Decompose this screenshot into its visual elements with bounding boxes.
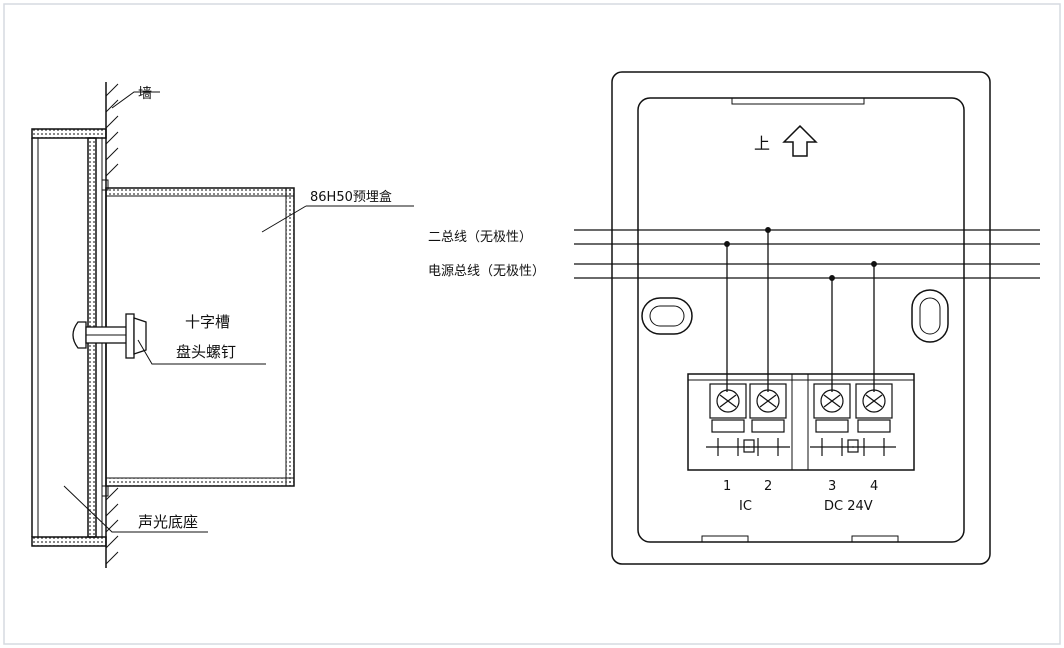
box-label: 86H50预埋盒 xyxy=(310,189,392,205)
base-leader xyxy=(63,485,208,533)
terminal-4-number: 4 xyxy=(870,479,878,494)
base-label: 声光底座 xyxy=(138,513,198,531)
terminal-1 xyxy=(706,383,750,456)
outer-plate xyxy=(611,71,991,565)
wall-label: 墙 xyxy=(138,86,152,102)
group-left-label: IC xyxy=(739,499,752,514)
screw-label-line1: 十字槽 xyxy=(185,313,230,331)
terminal-2 xyxy=(746,383,790,456)
terminal-2-number: 2 xyxy=(764,479,772,494)
power-line-label: 电源总线（无极性） xyxy=(428,264,545,279)
screw xyxy=(72,313,147,359)
up-label: 上 xyxy=(754,134,770,153)
wall-hatching xyxy=(105,83,119,565)
group-right-label: DC 24V xyxy=(824,499,873,514)
terminal-block xyxy=(687,373,915,471)
side-section-view xyxy=(31,82,414,568)
screw-label-line2: 盘头螺钉 xyxy=(176,343,236,361)
base-bottom-bar xyxy=(31,536,107,547)
bus-line-label: 二总线（无极性） xyxy=(428,230,532,245)
mounting-slot-left xyxy=(641,297,693,335)
terminal-1-number: 1 xyxy=(723,479,731,494)
wall-leader xyxy=(111,91,160,109)
box-leader xyxy=(261,205,307,233)
terminal-4 xyxy=(852,383,896,456)
up-arrow-icon xyxy=(782,124,818,157)
front-view xyxy=(574,71,1040,565)
terminal-3 xyxy=(810,383,854,456)
mounting-slot-right xyxy=(911,289,949,343)
inner-panel xyxy=(637,97,965,543)
screw-leader xyxy=(137,339,266,365)
image-frame xyxy=(3,3,1061,645)
base-top-bar xyxy=(31,128,107,139)
terminal-3-number: 3 xyxy=(828,479,836,494)
